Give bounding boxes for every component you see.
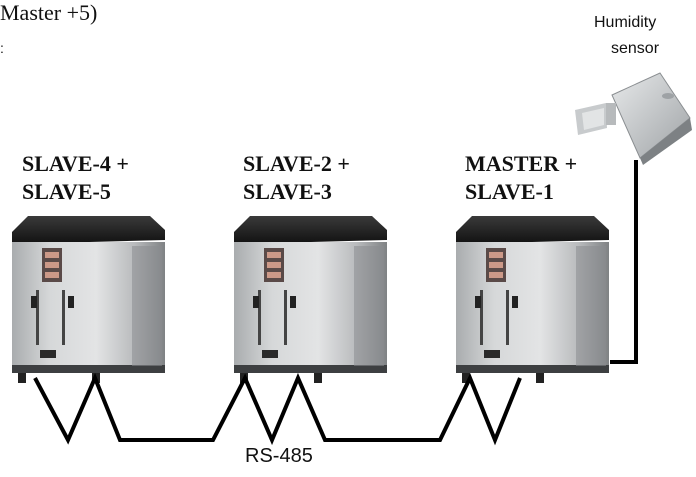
sensor-label-line1: Humidity bbox=[594, 14, 657, 31]
unit-label-slave4-line2: SLAVE-5 bbox=[22, 179, 111, 204]
cabinet-master bbox=[456, 216, 609, 383]
unit-label-slave4-line1: SLAVE-4 + bbox=[22, 151, 129, 176]
cabinet-slave4 bbox=[12, 216, 165, 383]
cabinet-slave2 bbox=[234, 216, 387, 383]
unit-label-slave2-line1: SLAVE-2 + bbox=[243, 151, 350, 176]
partial-caption-mark: : bbox=[0, 40, 4, 56]
unit-label-slave2-line2: SLAVE-3 bbox=[243, 179, 332, 204]
humidity-sensor-device bbox=[575, 72, 692, 165]
partial-caption: Master +5) bbox=[0, 0, 98, 25]
sensor-wire bbox=[610, 160, 638, 364]
bus-label: RS-485 bbox=[245, 445, 313, 467]
unit-label-master-line2: SLAVE-1 bbox=[465, 179, 554, 204]
rs485-bus-wire bbox=[33, 372, 522, 446]
unit-label-master-line1: MASTER + bbox=[465, 151, 578, 176]
sensor-label-line2: sensor bbox=[611, 40, 660, 57]
